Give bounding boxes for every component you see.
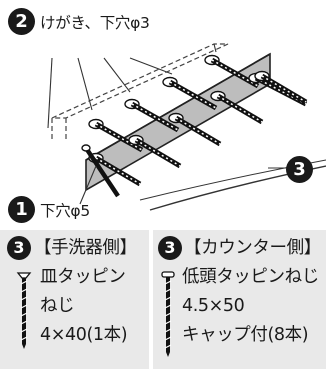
basin-side-screw-panel: 3 【手洗器側】 皿タッピン ねじ 4×40(1本)	[0, 230, 149, 369]
marking-leader-lines	[47, 43, 217, 129]
panel-left-badge: 3	[7, 236, 31, 260]
step-1-label: 下穴φ5	[40, 202, 90, 220]
low-head-tapping-screw-icon	[161, 271, 175, 357]
panel-left-line-3: 4×40(1本)	[40, 325, 128, 345]
panel-right-title: 【カウンター側】	[184, 238, 321, 258]
flat-head-tapping-screw-icon	[16, 272, 32, 349]
screws-lower-row	[88, 70, 308, 187]
step-2-label: けがき、下穴φ3	[40, 14, 150, 32]
hole-leader-line	[79, 165, 97, 205]
counter-side-screw-panel: 3 【カウンター側】 低頭タッピンねじ 4.5×50 キャップ付(8本)	[153, 230, 326, 369]
panel-right-line-2: 4.5×50	[182, 296, 245, 316]
panel-right-line-3: キャップ付(8本)	[182, 325, 309, 345]
step-2-badge: 2	[8, 8, 35, 35]
basin-side-screw	[81, 144, 120, 198]
panel-left-title: 【手洗器側】	[34, 238, 137, 258]
panel-right-line-1: 低頭タッピンねじ	[182, 267, 319, 287]
step-3-badge: 3	[286, 156, 313, 183]
marking-outline	[51, 43, 229, 142]
panel-left-line-2: ねじ	[40, 296, 75, 316]
panel-right-badge: 3	[158, 236, 182, 260]
step-1-badge: 1	[8, 196, 35, 223]
panel-left-line-1: 皿タッピン	[40, 267, 126, 287]
